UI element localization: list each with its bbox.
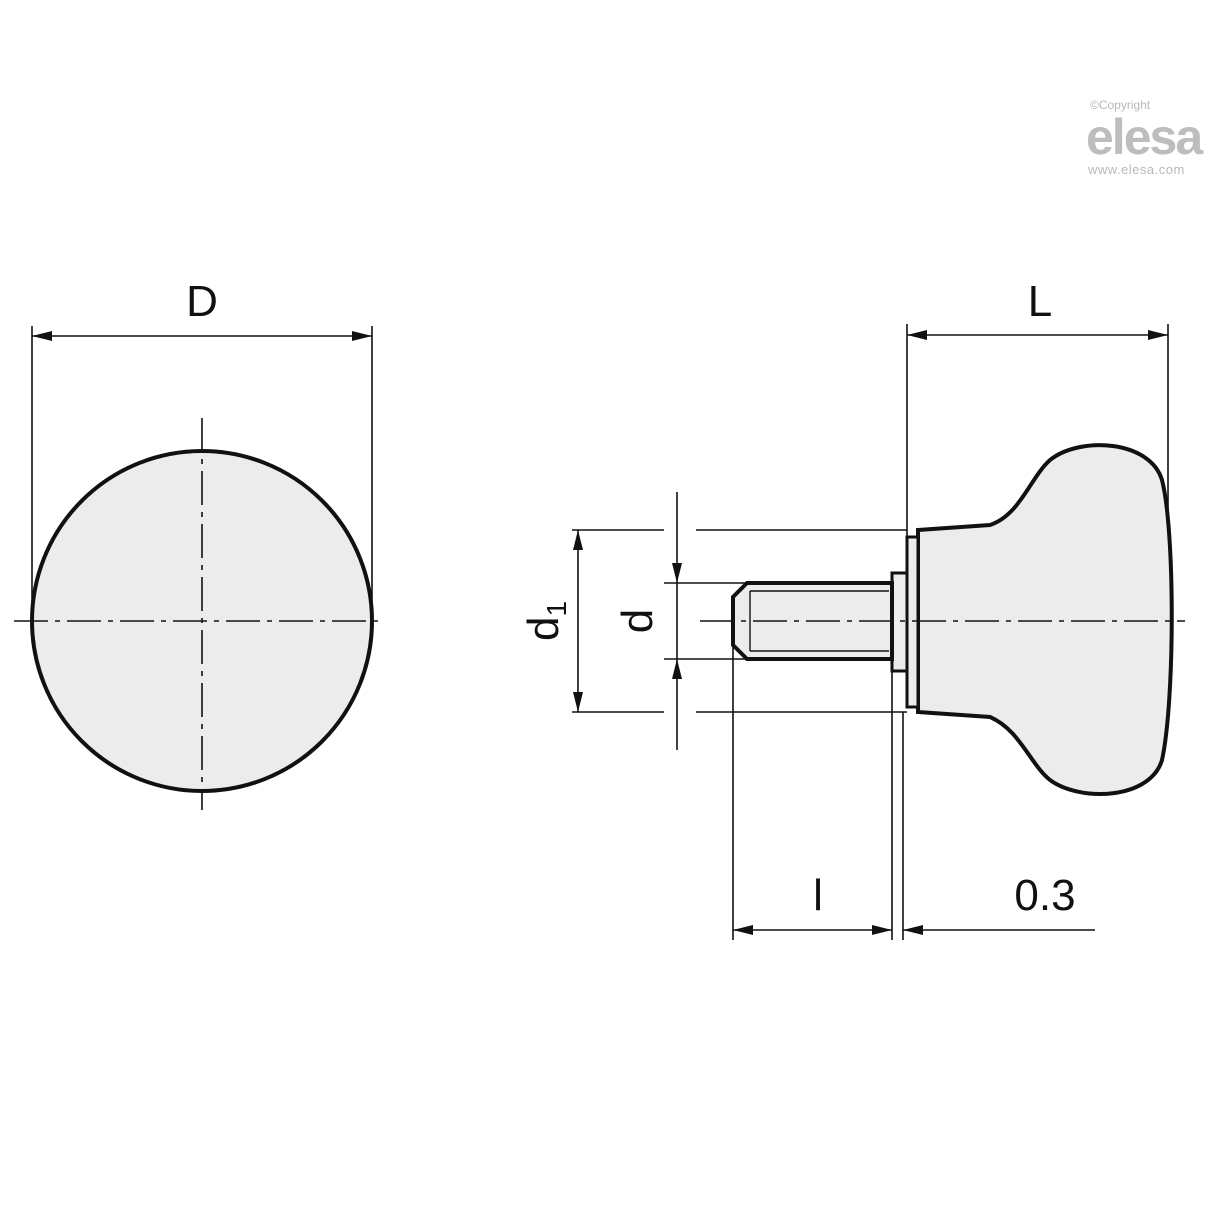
watermark-logo: elesa — [1086, 109, 1203, 165]
knob-collar — [905, 535, 920, 709]
d1-label-sub: 1 — [541, 601, 572, 617]
watermark-url: www.elesa.com — [1088, 162, 1185, 177]
shoulder-washer — [890, 571, 909, 673]
side-view: L d1 d l 0.3 — [519, 277, 1185, 940]
watermark-copyright: ©Copyright — [1090, 98, 1151, 112]
L-label: L — [1028, 277, 1052, 326]
D-label: D — [186, 277, 218, 326]
knob-body — [916, 443, 1174, 796]
tolerance-label: 0.3 — [1014, 871, 1075, 920]
watermark: ©Copyright elesa www.elesa.com — [1042, 98, 1203, 177]
front-view: D — [14, 277, 384, 810]
d1-label: d1 — [519, 601, 572, 641]
d1-label-main: d — [519, 617, 568, 641]
l-label: l — [813, 871, 823, 920]
d-label: d — [613, 609, 662, 633]
